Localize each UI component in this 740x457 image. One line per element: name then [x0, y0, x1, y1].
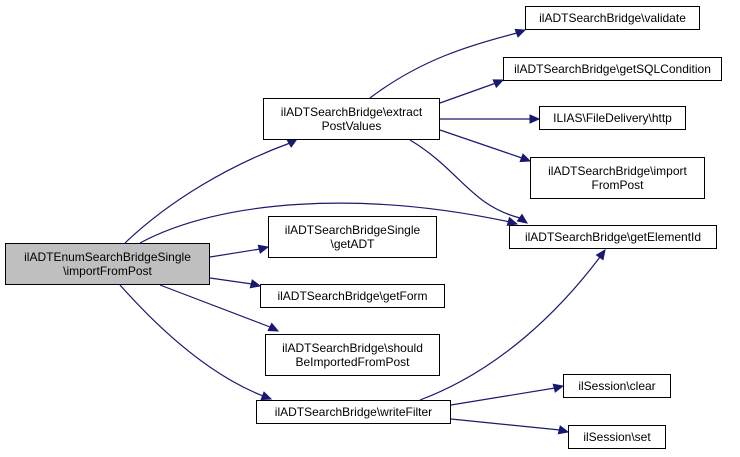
node-write-filter[interactable]: ilADTSearchBridge\writeFilter: [256, 400, 451, 424]
node-validate[interactable]: ilADTSearchBridge\validate: [525, 6, 700, 30]
node-label: ilSession\set: [583, 430, 651, 444]
arrowhead-icon: [514, 28, 527, 38]
node-get-sql-condition[interactable]: ilADTSearchBridge\getSQLCondition: [503, 57, 722, 81]
arrowhead-icon: [257, 244, 270, 254]
edge-root-to-writefilter: [119, 284, 264, 397]
edge-root-to-getelementid: [139, 202, 511, 244]
node-get-form[interactable]: ilADTSearchBridge\getForm: [260, 284, 445, 308]
node-label: ilADTSearchBridge\getForm: [277, 289, 428, 303]
edge-root-to-getadt: [209, 248, 261, 258]
node-extract-post-values[interactable]: ilADTSearchBridge\extract PostValues: [263, 98, 440, 140]
edge-root-to-extract: [124, 142, 291, 244]
node-label: ilADTSearchBridge\getSQLCondition: [514, 62, 711, 76]
node-label: ilADTSearchBridge\getElementId: [524, 230, 702, 244]
edge-writefilter-to-getelementid: [419, 256, 601, 401]
arrowhead-icon: [260, 391, 273, 401]
edge-extract-to-importfrompost: [439, 129, 523, 159]
arrowhead-icon: [516, 213, 529, 224]
arrowhead-icon: [552, 383, 565, 393]
arrowhead-icon: [529, 114, 541, 124]
edge-writefilter-to-sessclear: [450, 387, 556, 406]
arrowhead-icon: [286, 138, 299, 148]
node-label: ilADTSearchBridge\extract PostValues: [280, 105, 423, 133]
edge-writefilter-to-sessset: [450, 418, 561, 431]
node-label: ilADTSearchBridge\should BeImportedFromP…: [282, 341, 423, 369]
node-label: ilADTEnumSearchBridgeSingle \importFromP…: [24, 250, 191, 278]
node-session-set[interactable]: ilSession\set: [568, 425, 666, 449]
arrowhead-icon: [557, 425, 570, 435]
arrowhead-icon: [267, 322, 280, 332]
edge-root-to-getform: [209, 277, 253, 285]
node-file-delivery-http[interactable]: ILIAS\FileDelivery\http: [539, 106, 686, 130]
arrowhead-icon: [249, 279, 262, 289]
edge-extract-to-getelementid: [409, 139, 521, 219]
edge-root-to-should: [159, 284, 271, 328]
node-session-clear[interactable]: ilSession\clear: [563, 374, 671, 398]
node-label: ilADTSearchBridgeSingle \getADT: [284, 223, 421, 251]
node-get-adt[interactable]: ilADTSearchBridgeSingle \getADT: [268, 216, 437, 258]
node-label: ILIAS\FileDelivery\http: [553, 111, 672, 125]
edge-extract-to-getsql: [439, 82, 497, 104]
node-label: ilADTSearchBridge\validate: [539, 11, 686, 25]
node-root-importfrompost: ilADTEnumSearchBridgeSingle \importFromP…: [5, 243, 210, 285]
arrowhead-icon: [492, 79, 505, 89]
node-get-element-id[interactable]: ilADTSearchBridge\getElementId: [509, 225, 717, 249]
node-should-be-imported-from-post[interactable]: ilADTSearchBridge\should BeImportedFromP…: [265, 334, 440, 376]
arrowhead-icon: [506, 216, 519, 226]
node-label: ilSession\clear: [578, 379, 656, 393]
node-label: ilADTSearchBridge\writeFilter: [274, 405, 433, 419]
node-label: ilADTSearchBridge\import FromPost: [548, 164, 687, 192]
arrowhead-icon: [519, 153, 532, 163]
arrowhead-icon: [595, 248, 606, 261]
edge-extract-to-validate: [369, 32, 518, 99]
node-import-from-post[interactable]: ilADTSearchBridge\import FromPost: [530, 157, 705, 199]
